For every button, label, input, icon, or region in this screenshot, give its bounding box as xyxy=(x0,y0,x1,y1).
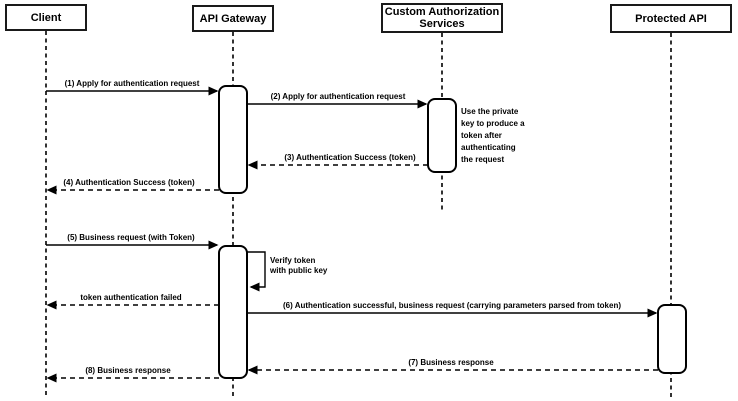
msg1-label: (1) Apply for authentication request xyxy=(64,79,200,88)
activation-protected-api xyxy=(657,304,687,374)
participant-custom-auth: Custom Authorization Services xyxy=(381,3,503,33)
activation-api-gateway-auth xyxy=(218,85,248,194)
participant-protected-api: Protected API xyxy=(610,4,732,33)
msg-token-failed-label: token authentication failed xyxy=(80,293,182,302)
msg5-label: (5) Business request (with Token) xyxy=(67,233,195,242)
msg7-label: (7) Business response xyxy=(408,358,494,367)
msg4-label: (4) Authentication Success (token) xyxy=(63,178,195,187)
activation-api-gateway-business xyxy=(218,245,248,379)
note-private-key-label: Use the private key to produce a token a… xyxy=(461,107,525,164)
msg8-label: (8) Business response xyxy=(85,366,171,375)
participant-protected-api-label: Protected API xyxy=(635,12,707,25)
participant-client-label: Client xyxy=(30,11,62,24)
participant-custom-auth-label: Custom Authorization Services xyxy=(384,6,500,30)
participant-api-gateway: API Gateway xyxy=(192,5,274,32)
msg6-label: (6) Authentication successful, business … xyxy=(282,301,622,310)
self-message-verify-token-label: Verify token with public key xyxy=(270,256,328,275)
participant-api-gateway-label: API Gateway xyxy=(199,12,267,25)
activation-custom-auth xyxy=(427,98,457,173)
participant-client: Client xyxy=(5,4,87,31)
msg2-label: (2) Apply for authentication request xyxy=(270,92,406,101)
msg3-label: (3) Authentication Success (token) xyxy=(284,153,416,162)
arrow-self-verify-token xyxy=(247,251,266,292)
